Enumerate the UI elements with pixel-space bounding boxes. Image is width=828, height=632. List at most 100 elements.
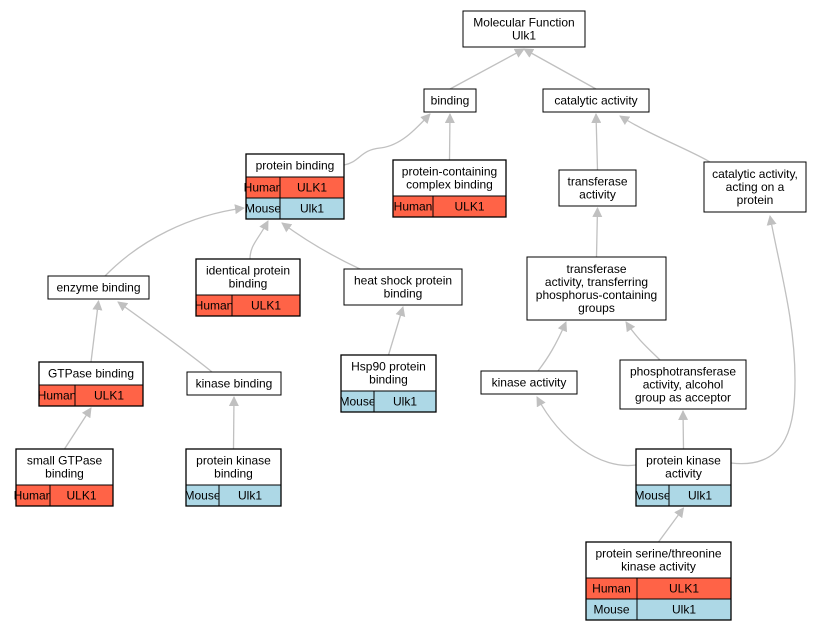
species-label: Human: [14, 489, 53, 503]
gene-label: Ulk1: [300, 202, 324, 216]
edge-pc_complex-to-binding: [444, 113, 455, 161]
node-label-line: protein binding: [256, 159, 335, 173]
node-box: [343, 268, 463, 306]
node-outline: [585, 541, 732, 621]
edge-kinase_binding-to-enzyme: [117, 301, 213, 373]
node-outline: [245, 153, 345, 220]
node-kinase-binding[interactable]: kinase binding: [186, 371, 282, 396]
edge-pst_kinase-to-pk_activity: [657, 507, 685, 543]
node-box: [186, 371, 282, 396]
species-label: Human: [592, 582, 631, 596]
edge-enzyme-to-protein_binding: [104, 204, 245, 277]
node-kinase-activity[interactable]: kinase activity: [480, 370, 578, 395]
node-label-line: complex binding: [406, 178, 493, 192]
node-label-line: binding: [45, 467, 84, 481]
node-box: [585, 541, 732, 579]
node-label-line: acting on a: [726, 180, 785, 194]
node-box: [619, 359, 747, 410]
gene-label: ULK1: [669, 582, 699, 596]
node-label-line: identical protein: [206, 264, 290, 278]
edge-hsp90-to-hsp: [387, 306, 406, 356]
node-enzyme[interactable]: enzyme binding: [47, 275, 150, 300]
node-outline: [195, 258, 301, 317]
node-label-line: protein-containing: [402, 165, 497, 179]
node-label-line: binding: [369, 373, 408, 387]
node-binding[interactable]: binding: [423, 88, 477, 113]
node-label-line: kinase activity: [621, 560, 696, 574]
species-label: Human: [38, 389, 77, 403]
node-label-line: Ulk1: [512, 29, 536, 43]
node-box: [526, 256, 667, 321]
node-label-line: activity, transferring: [545, 275, 648, 289]
node-outline: [340, 354, 437, 413]
node-label-line: phosphorus-containing: [536, 288, 657, 302]
edge-cat_protein-to-catalytic: [619, 115, 711, 163]
species-label: Mouse: [184, 489, 220, 503]
species-label: Mouse: [245, 202, 281, 216]
node-label-line: binding: [229, 277, 268, 291]
species-label: Human: [195, 299, 234, 313]
edge-pk_binding-to-kinase_binding: [228, 396, 239, 450]
node-label-line: protein: [737, 193, 774, 207]
node-label-line: transferase: [567, 175, 627, 189]
node-label-line: Hsp90 protein: [351, 360, 426, 374]
edge-pk_activity-to-kinase_activity: [536, 396, 637, 467]
gene-label: ULK1: [251, 299, 281, 313]
gene-label: Ulk1: [672, 603, 696, 617]
node-box: [392, 159, 507, 197]
gene-label: Ulk1: [688, 489, 712, 503]
node-label-line: kinase binding: [196, 377, 273, 391]
edge-protein_binding-to-binding: [343, 113, 431, 166]
edge-pk_activity-to-phosphotrans: [678, 410, 689, 450]
node-label-line: activity, alcohol: [643, 378, 723, 392]
node-label-line: binding: [384, 287, 423, 301]
species-label: Human: [244, 181, 283, 195]
edge-small_gtpase-to-gtpase: [63, 407, 92, 450]
node-outline: [38, 361, 144, 407]
node-label-line: protein kinase: [196, 454, 271, 468]
species-label: Mouse: [634, 489, 670, 503]
node-box: [558, 169, 637, 207]
node-label-line: enzyme binding: [56, 281, 140, 295]
node-label-line: transferase: [566, 262, 626, 276]
edge-transf_p-to-transferase: [592, 207, 603, 258]
node-label-line: catalytic activity: [554, 94, 637, 108]
node-label-line: catalytic activity,: [712, 167, 798, 181]
edge-kinase_activity-to-transf_p: [537, 321, 567, 372]
edge-binding-to-mf: [449, 48, 525, 90]
node-catalytic[interactable]: catalytic activity: [542, 88, 650, 113]
edge-identical-to-protein_binding: [249, 220, 269, 260]
edge-phosphotrans-to-transf_p: [625, 321, 661, 361]
gene-label: ULK1: [94, 389, 124, 403]
node-box: [462, 10, 586, 48]
node-label-line: GTPase binding: [48, 367, 134, 381]
node-label-line: protein serine/threonine: [595, 547, 721, 561]
gene-label: ULK1: [66, 489, 96, 503]
node-box: [703, 161, 807, 213]
edge-hsp-to-protein_binding: [281, 222, 361, 270]
node-label-line: small GTPase: [27, 454, 103, 468]
gene-label: Ulk1: [393, 395, 417, 409]
node-label-line: kinase activity: [492, 376, 567, 390]
node-label-line: binding: [214, 467, 253, 481]
edge-gtpase-to-enzyme: [90, 300, 103, 363]
node-outline: [635, 448, 732, 507]
node-outline: [185, 448, 282, 507]
